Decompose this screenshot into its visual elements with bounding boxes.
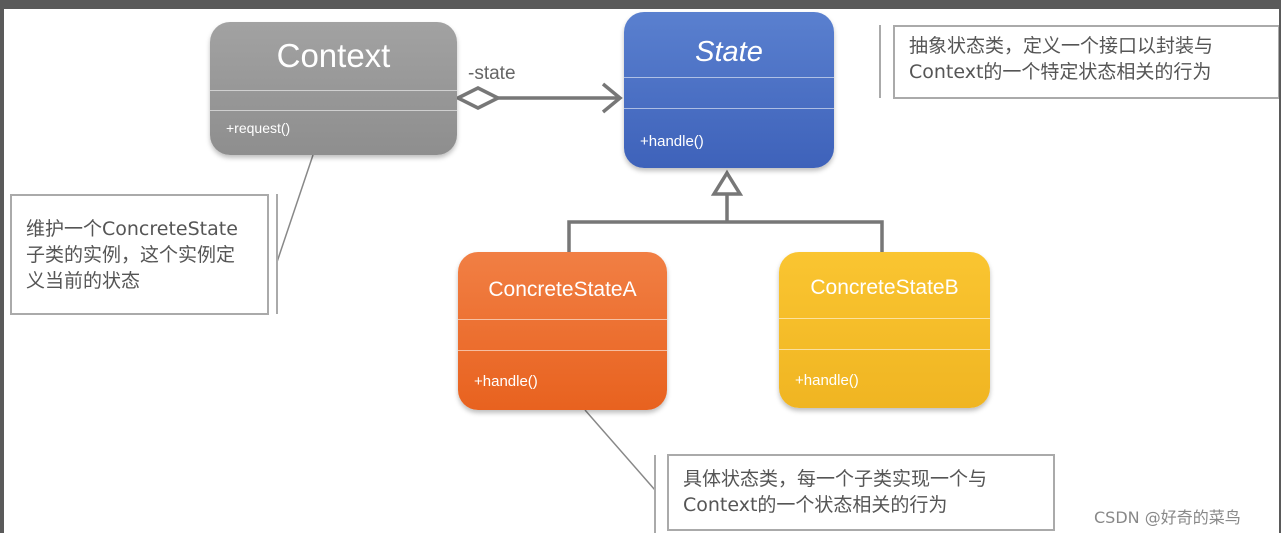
class-name: State [695,36,763,68]
association-arrowhead [601,82,623,114]
concrete-state-b-class[interactable]: ConcreteStateB +handle() [779,252,990,408]
class-method: +handle() [640,133,704,150]
class-name: Context [276,37,391,74]
watermark: CSDN @好奇的菜鸟 [1094,508,1241,527]
inheritance-triangle [710,169,744,196]
context-note-connector [276,154,314,263]
association-label: -state [468,63,516,84]
class-method: +handle() [474,373,538,390]
inheritance-branch [567,220,884,252]
state-note: 抽象状态类，定义一个接口以封装与Context的一个特定状态相关的行为 [893,25,1280,99]
aggregation-diamond [454,86,502,110]
context-class[interactable]: Context +request() [210,22,457,155]
class-name: ConcreteStateB [810,276,959,299]
concrete-note: 具体状态类，每一个子类实现一个与Context的一个状态相关的行为 [667,454,1055,531]
concrete-state-a-class[interactable]: ConcreteStateA +handle() [458,252,667,410]
concrete-note-connector [584,409,656,491]
class-method: +handle() [795,372,859,389]
class-name: ConcreteStateA [488,278,637,301]
class-method: +request() [226,120,291,136]
state-class[interactable]: State +handle() [624,12,834,168]
context-note: 维护一个ConcreteState子类的实例，这个实例定义当前的状态 [10,194,269,315]
